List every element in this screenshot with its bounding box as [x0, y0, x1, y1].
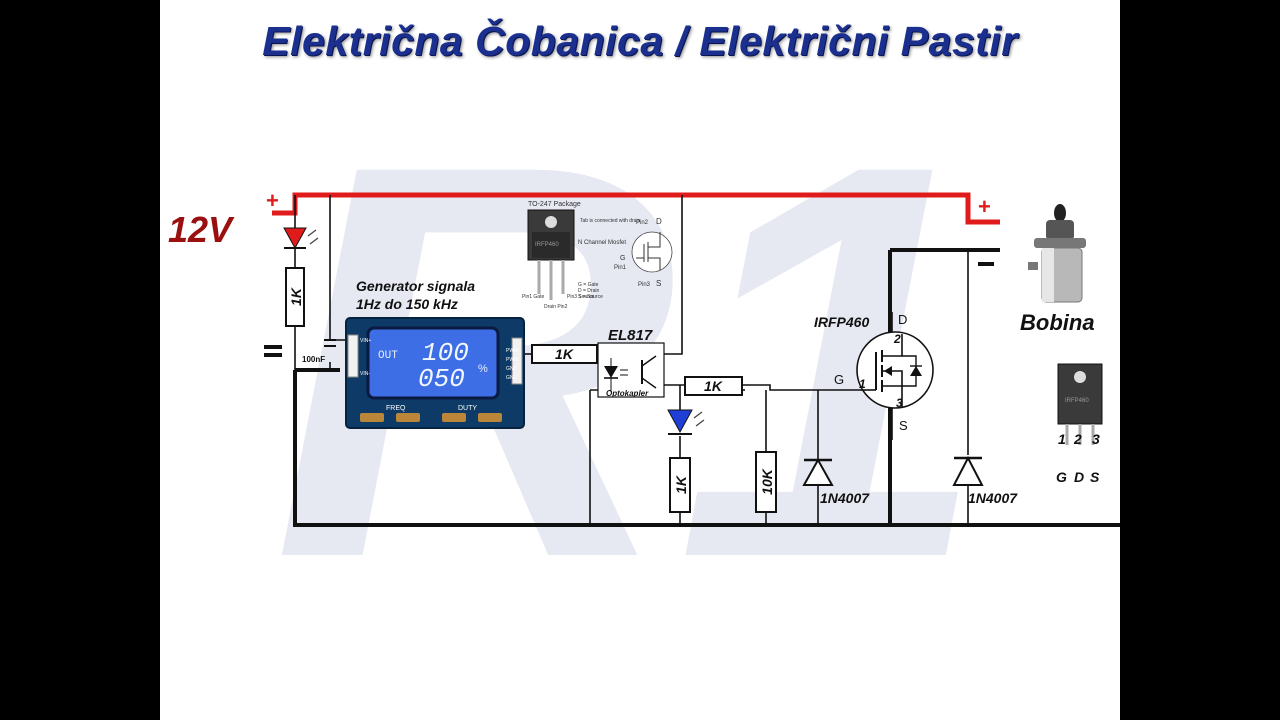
package-legend-d: D = Drain: [578, 288, 599, 294]
lcd-unit: %: [478, 363, 488, 375]
resistor-generator-label: 1K: [555, 346, 574, 362]
generator-title: Generator signala: [356, 278, 475, 294]
resistor-pulldown: 10K: [755, 451, 777, 513]
vin-pin-1: VIN+: [360, 338, 371, 344]
ignition-coil: [1028, 204, 1086, 303]
diode-2: 1N4007: [952, 455, 1018, 506]
optocoupler-sublabel: Optokapler: [606, 389, 649, 398]
output-minus-sign: [978, 262, 994, 266]
package-pin1-label: Pin1 Gate: [522, 294, 544, 300]
coil-label: Bobina: [1020, 310, 1095, 335]
pinout-letter-s: S: [1090, 469, 1100, 485]
gnd-pin-2: GND: [506, 375, 518, 381]
package-pin2: Pin2: [636, 220, 649, 226]
wires: [294, 195, 969, 525]
diode-2-label: 1N4007: [968, 490, 1018, 506]
pinout-num-2: 2: [1073, 431, 1082, 447]
schematic-diagram: R1: [168, 48, 1120, 674]
package-legend-g: G = Gate: [578, 282, 599, 288]
package-title: TO-247 Package: [528, 201, 581, 208]
package-type: N Channel Mosfet: [578, 240, 626, 246]
resistor-generator: 1K: [531, 344, 598, 364]
pinout-letter-g: G: [1056, 469, 1067, 485]
supply-plus-sign: +: [266, 188, 279, 213]
generator-range: 1Hz do 150 kHz: [356, 296, 458, 312]
package-d: D: [656, 217, 662, 226]
lcd-out-label: OUT: [378, 350, 398, 362]
ground-rail: [293, 248, 1120, 527]
irfp460-pinout: IRFP460 1 2 3 G D S: [1056, 363, 1103, 485]
package-pin1: Pin1: [614, 265, 627, 271]
schematic-canvas: R1: [160, 0, 1120, 720]
optocoupler: EL817 Optokapler: [597, 327, 665, 398]
lcd-bottom-value: 050: [418, 364, 465, 394]
package-pin3-label: Pin3 Source: [567, 294, 594, 300]
optocoupler-label: EL817: [608, 327, 653, 344]
resistor-pulldown-label: 10K: [759, 468, 775, 495]
freq-label: FREQ: [386, 405, 406, 412]
mosfet-label: IRFP460: [814, 314, 869, 330]
mosfet-pin-g: 1: [859, 377, 866, 391]
pwm-pin-1: PWM: [506, 348, 518, 354]
capacitor-label: 100nF: [302, 355, 325, 364]
mosfet-d-label: D: [898, 312, 907, 327]
package-legend-s: S = Source: [578, 294, 603, 300]
to247-package-info: TO-247 Package IRFP460 Tab is connected …: [522, 201, 673, 310]
mosfet-g-label: G: [834, 372, 844, 387]
output-plus-sign: +: [978, 194, 991, 219]
resistor-led: 1K: [285, 267, 305, 327]
positive-rail: [272, 192, 1000, 225]
resistor-gate-label: 1K: [704, 378, 723, 394]
pinout-num-1: 1: [1058, 431, 1066, 447]
duty-label: DUTY: [458, 405, 477, 412]
package-g: G: [620, 255, 625, 262]
resistor-blue-led: 1K: [669, 457, 691, 513]
resistor-gate: 1K: [684, 376, 743, 396]
supply-voltage-label: 12V: [168, 209, 235, 250]
signal-generator-module: OUT 100 050 % VIN+ VIN- FREQ DUTY PWM PW…: [345, 317, 525, 429]
resistor-blue-led-label: 1K: [673, 475, 689, 494]
mosfet-s-label: S: [899, 418, 908, 433]
page-title: Električna Čobanica / Električni Pastir: [262, 18, 1018, 64]
pinout-letter-d: D: [1074, 469, 1084, 485]
resistor-led-label: 1K: [288, 287, 304, 306]
pinout-num-3: 3: [1092, 431, 1100, 447]
package-pin2-label: Drain Pin2: [544, 304, 568, 310]
package-tab-note: Tab is connected with drain: [580, 218, 641, 224]
mosfet-pin-d: 2: [893, 332, 901, 346]
mosfet-irfp460: IRFP460 D 2 G 1 3 S: [814, 312, 934, 433]
package-chip: IRFP460: [535, 242, 559, 248]
diode-1-label: 1N4007: [820, 490, 870, 506]
pwm-pin-2: PWM: [506, 357, 518, 363]
pinout-chip: IRFP460: [1065, 398, 1089, 404]
capacitor: 100nF: [302, 339, 336, 364]
mosfet-pin-s: 3: [896, 396, 903, 410]
vin-pin-2: VIN-: [360, 371, 370, 377]
package-s: S: [656, 279, 661, 288]
lcd-top-value: 100: [422, 338, 469, 368]
red-led: [283, 227, 319, 250]
supply-minus-sign: [264, 345, 282, 357]
blue-led: [667, 409, 705, 435]
package-pin3: Pin3: [638, 282, 651, 288]
diode-1: 1N4007: [802, 457, 870, 506]
gnd-pin-1: GND: [506, 366, 518, 372]
